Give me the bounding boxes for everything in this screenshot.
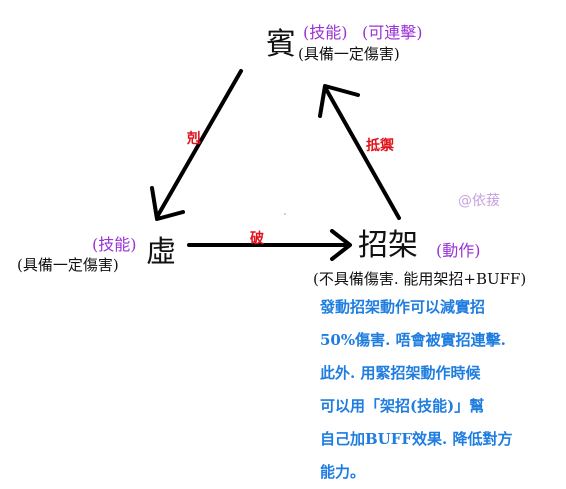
left-node-desc: (具備一定傷害) [17, 256, 119, 274]
left-node-char: 虛 [146, 235, 176, 270]
arrow-right-to-top [318, 84, 401, 220]
top-node-char: 賓 [266, 27, 296, 62]
left-node-tag: (技能) [92, 235, 137, 254]
top-node-tag: (技能) [303, 23, 348, 42]
explanation-line: 能力。 [320, 463, 366, 481]
stray-dot [284, 213, 286, 215]
top-node-note: (可連擊) [362, 23, 423, 42]
explanation-line: 此外. 用緊招架動作時候 [320, 364, 481, 382]
right-node-tag: (動作) [436, 241, 481, 260]
arrow-top-to-left [150, 69, 243, 221]
explanation-line: 發動招架動作可以減實招 [320, 298, 486, 316]
edge-label-right: 抵禦 [366, 138, 394, 154]
arrow-left-to-right [187, 229, 352, 261]
top-node-desc: (具備一定傷害) [298, 45, 400, 63]
watermark: @依菝 [458, 193, 500, 209]
right-node-char: 招架 [358, 228, 418, 263]
explanation-line: 可以用「架招(技能)」幫 [320, 397, 485, 415]
explanation-line: 50%傷害. 唔會被實招連擊. [320, 331, 506, 349]
edge-label-bottom: 破 [250, 231, 264, 247]
explanation-line: 自己加BUFF效果. 降低對方 [320, 430, 513, 448]
explanation-block: 發動招架動作可以減實招 50%傷害. 唔會被實招連擊. 此外. 用緊招架動作時候… [320, 291, 513, 489]
edge-label-left: 剋 [187, 131, 201, 147]
right-node-desc: (不具備傷害. 能用架招+BUFF) [313, 270, 527, 288]
